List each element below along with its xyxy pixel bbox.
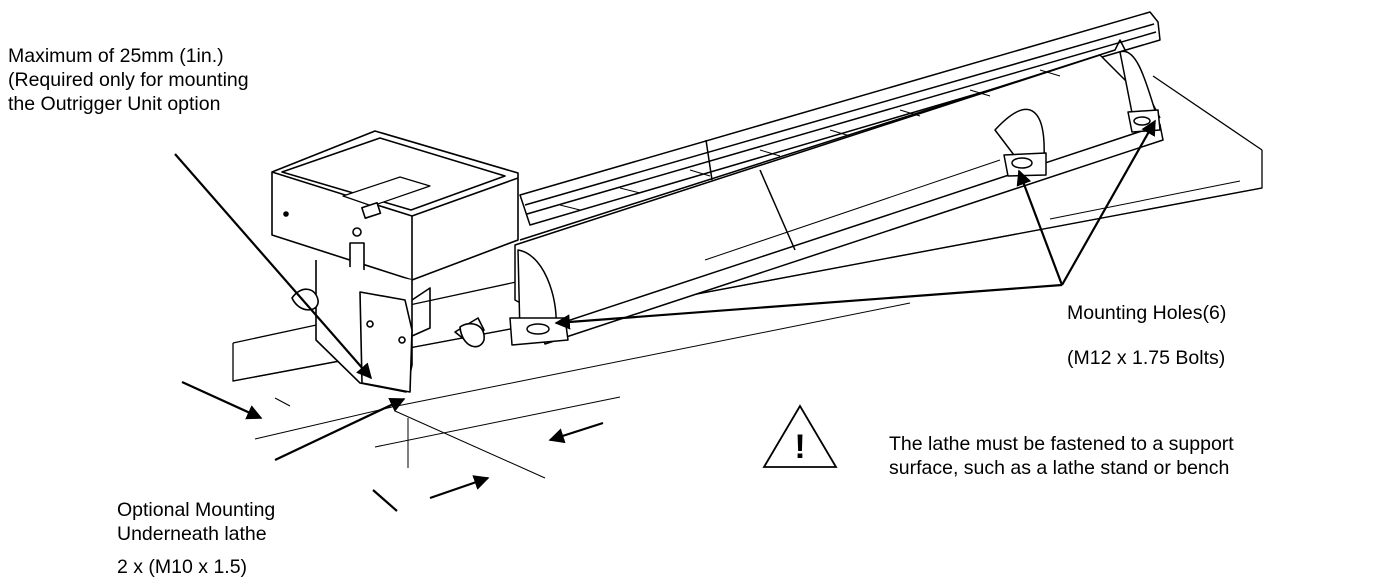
max-height-arrow	[174, 153, 373, 380]
warning-symbol: !	[794, 428, 805, 466]
bench-edge-arrow-bottom	[429, 475, 490, 500]
floor-guide-lines	[254, 302, 911, 479]
lathe-bed	[509, 11, 1164, 346]
hole-arrow-rear	[1061, 119, 1156, 286]
bench-edge-arrow-right	[548, 421, 604, 444]
warning-triangle-icon: !	[762, 404, 838, 468]
max-height-line-1: Maximum of 25mm (1in.)	[8, 45, 224, 67]
optional-mount-arrow	[274, 397, 406, 461]
warning-note: The lathe must be fastened to a support …	[889, 432, 1234, 480]
callout-arrows	[174, 119, 1156, 512]
hole-arrow-middle	[1016, 169, 1064, 286]
warning-line-2: surface, such as a lathe stand or bench	[889, 457, 1230, 479]
optional-mounting-label: Optional Mounting	[117, 499, 276, 521]
headstock	[271, 130, 519, 393]
hole-arrow-front	[554, 283, 1063, 330]
bench-edge-arrow-left	[181, 380, 263, 420]
optional-bolts-label: 2 x (M10 x 1.5)	[117, 556, 248, 578]
underneath-lathe-label: Underneath lathe	[117, 523, 267, 545]
mounting-bolts-label: (M12 x 1.75 Bolts)	[1067, 347, 1226, 369]
max-height-line-3: the Outrigger Unit option	[8, 93, 221, 115]
mounting-holes-label: Mounting Holes(6)	[1067, 302, 1227, 324]
warning-line-1: The lathe must be fastened to a support	[889, 433, 1234, 455]
max-height-line-2: (Required only for mounting	[8, 69, 249, 91]
max-height-note: Maximum of 25mm (1in.) (Required only fo…	[8, 44, 249, 116]
bench-edge-tick	[372, 489, 398, 512]
